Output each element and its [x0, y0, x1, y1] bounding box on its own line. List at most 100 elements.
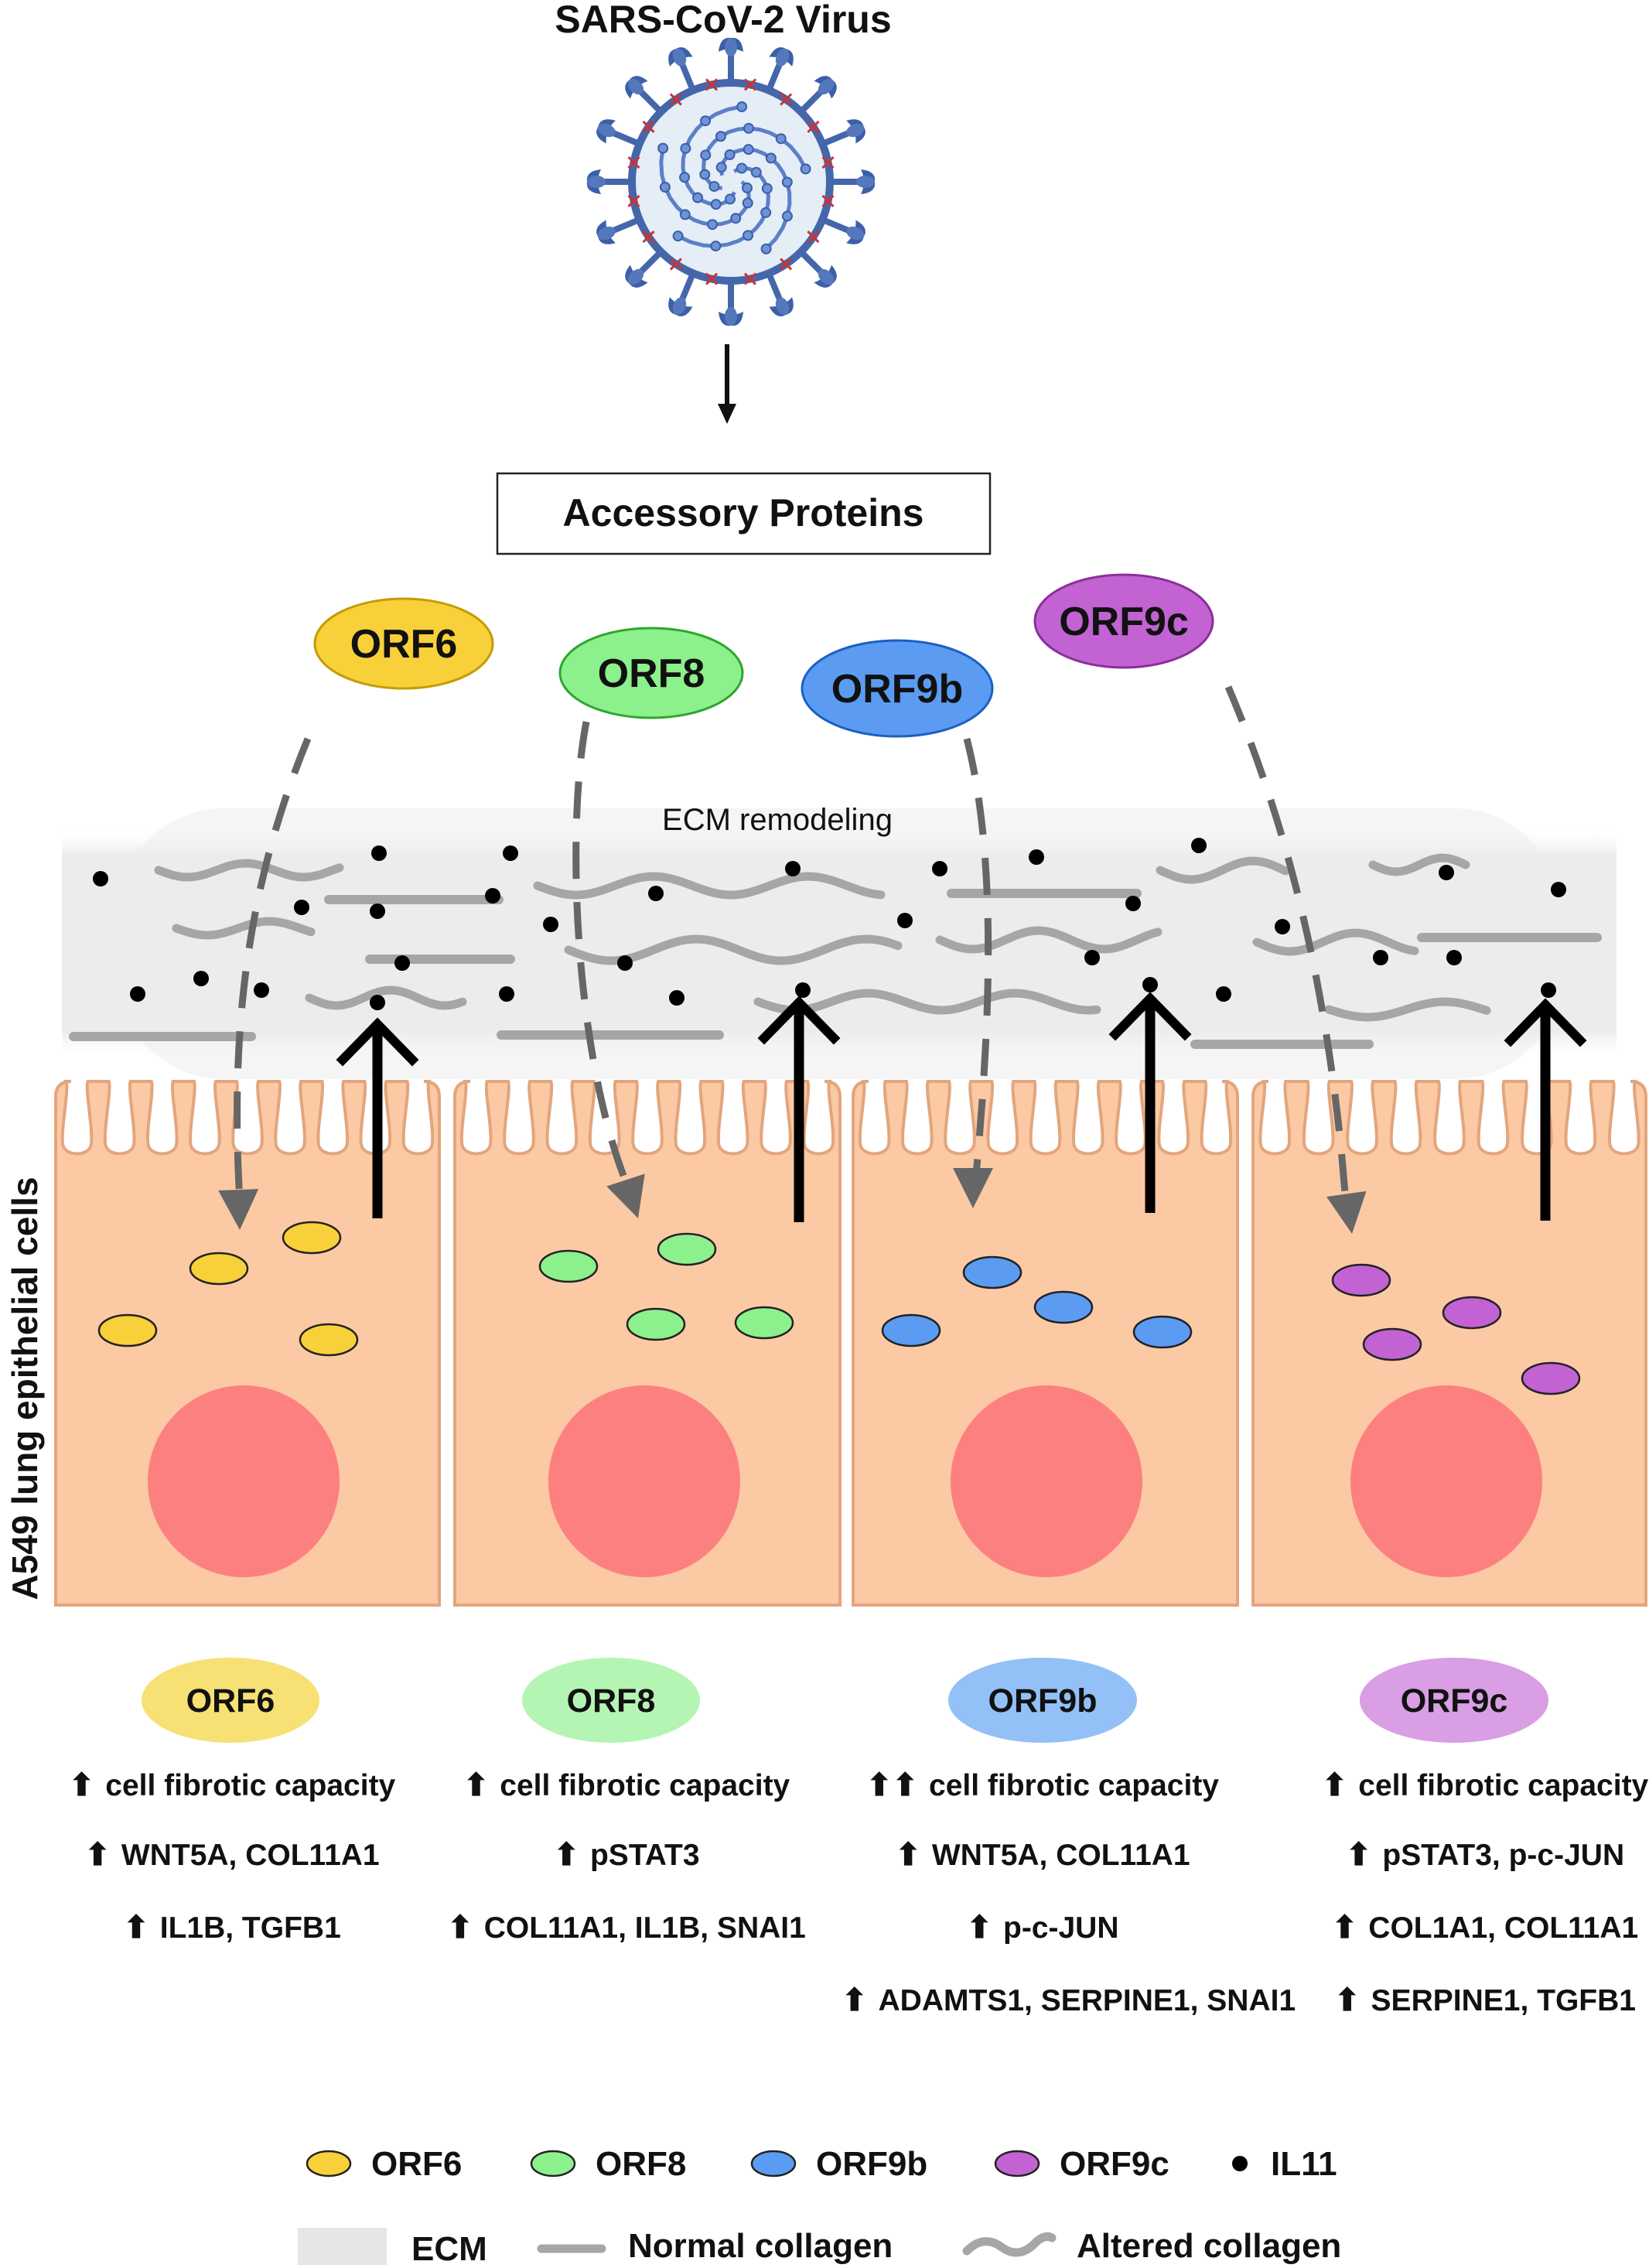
il11-dot	[648, 886, 664, 901]
up-arrow-icon: ⬆	[84, 1838, 111, 1872]
nucleus	[1350, 1385, 1542, 1577]
protein-ellipse	[189, 1252, 249, 1286]
result-tag-label: ORF9b	[988, 1682, 1098, 1720]
il11-dot	[370, 995, 385, 1010]
il11-dot	[254, 982, 269, 998]
il11-dot	[93, 871, 108, 886]
protein-ellipse	[1521, 1361, 1581, 1395]
result-tag-orf6: ORF6	[142, 1658, 319, 1743]
finding-text: COL1A1, COL11A1	[1368, 1911, 1639, 1945]
altered-collagen	[1324, 997, 1491, 1022]
protein-ellipse	[538, 1249, 599, 1283]
nucleus	[951, 1385, 1142, 1577]
arrow-head	[953, 1168, 993, 1208]
finding-item: ⬆ WNT5A, COL11A1	[31, 1832, 433, 1904]
il11-dot	[795, 982, 811, 998]
il11-dot	[1125, 896, 1141, 911]
altered-collagen	[753, 989, 1101, 1015]
finding-text: cell fibrotic capacity	[1358, 1769, 1649, 1802]
up-arrow-icon: ⬆	[1334, 1983, 1361, 2017]
protein-ellipse	[657, 1232, 717, 1266]
legend-label: Altered collagen	[1077, 2227, 1341, 2265]
protein-ellipse	[97, 1313, 158, 1347]
up-arrow-icon: ⬆	[966, 1911, 992, 1945]
protein-tag-orf6: ORF6	[313, 597, 494, 690]
finding-text: pSTAT3	[589, 1839, 700, 1872]
epithelial-cell	[453, 1080, 842, 1607]
result-tag-label: ORF9c	[1401, 1682, 1508, 1720]
il11-dot	[1142, 977, 1158, 992]
epithelial-cell	[852, 1080, 1239, 1607]
up-arrow-icon: ⬆	[1331, 1911, 1358, 1945]
nucleus	[548, 1385, 740, 1577]
protein-tag-orf8: ORF8	[558, 627, 744, 719]
il11-dot	[485, 888, 500, 903]
altered-collagen	[305, 985, 467, 1010]
down-arrow-icon	[718, 344, 736, 424]
legend-label: ORF6	[371, 2145, 462, 2183]
il11-dot	[1191, 838, 1207, 853]
protein-ellipse	[282, 1221, 342, 1255]
finding-item: ⬆ COL11A1, IL1B, SNAI1	[425, 1904, 828, 1977]
il11-layer	[93, 838, 1566, 1010]
il11-dot	[1216, 986, 1231, 1002]
altered-collagen	[172, 917, 316, 940]
altered-collagen	[1252, 928, 1419, 956]
finding-item: ⬆ COL1A1, COL11A1	[1284, 1904, 1649, 1977]
up-arrow-icon: ⬆	[68, 1768, 95, 1802]
legend-label: ECM	[411, 2230, 487, 2268]
finding-item: ⬆cell fibrotic capacity	[425, 1762, 828, 1832]
il11-dot	[1541, 982, 1556, 998]
up-arrow-icon: ⬆	[842, 1983, 868, 2017]
cell-row	[54, 1080, 1647, 1607]
il11-dot	[1373, 950, 1388, 965]
up-arrow-icon: ⬆	[463, 1768, 490, 1802]
arrow-head	[218, 1189, 259, 1230]
legend-item-ecm: ECM	[298, 2228, 487, 2268]
protein-ellipse	[734, 1306, 794, 1340]
il11-dot	[785, 861, 801, 876]
up-arrow-icon: ⬆	[123, 1911, 149, 1945]
findings-list-orf6: ⬆cell fibrotic capacity⬆WNT5A, COL11A1⬆I…	[31, 1762, 433, 1977]
il11-dot	[130, 986, 145, 1002]
up-arrow-icon: ⬆⬆	[865, 1768, 919, 1802]
result-tag-orf9c: ORF9c	[1360, 1658, 1548, 1743]
finding-text: pSTAT3, p-c-JUN	[1382, 1839, 1625, 1872]
il11-dot	[1084, 950, 1100, 965]
altered-collagen	[1156, 856, 1290, 884]
diagram-title: SARS-CoV-2 Virus	[555, 0, 891, 41]
legend-label: ORF9b	[816, 2145, 927, 2183]
arrow-head	[606, 1173, 645, 1218]
il11-dot	[897, 913, 913, 928]
up-arrow-icon: ⬆	[553, 1838, 579, 1872]
finding-text: cell fibrotic capacity	[929, 1769, 1219, 1802]
up-arrow-icon: ⬆	[895, 1838, 921, 1872]
il11-dot	[617, 955, 633, 971]
protein-tag-label: ORF9c	[1059, 599, 1189, 644]
result-tag-orf9b: ORF9b	[948, 1658, 1137, 1743]
up-arrow-icon: ⬆	[447, 1911, 473, 1945]
il11-dot	[370, 903, 385, 919]
altered-collagen	[533, 872, 886, 900]
cell-type-label: A549 lung epithelial cells	[5, 1177, 45, 1600]
finding-item: ⬆ pSTAT3	[425, 1832, 828, 1904]
finding-text: COL11A1, IL1B, SNAI1	[483, 1911, 806, 1945]
finding-item: ⬆ADAMTS1, SERPINE1, SNAI1	[842, 1977, 1296, 2050]
up-arrow-icon: ⬆	[1321, 1768, 1348, 1802]
finding-text: WNT5A, COL11A1	[121, 1839, 380, 1872]
finding-text: p-c-JUN	[1003, 1911, 1119, 1945]
il11-dot	[394, 955, 410, 971]
finding-item: ⬆ cell fibrotic capacity	[1284, 1762, 1649, 1832]
protein-ellipse	[1033, 1290, 1094, 1324]
protein-ellipse	[1442, 1296, 1502, 1330]
protein-tag-label: ORF9b	[831, 667, 963, 712]
findings-list-orf9b: ⬆⬆cell fibrotic capacity⬆WNT5A, COL11A1⬆…	[842, 1762, 1296, 2050]
findings-list-orf9c: ⬆ cell fibrotic capacity ⬆ pSTAT3, p-c-JUN ⬆…	[1284, 1762, 1649, 2050]
dashed-arrow	[234, 737, 312, 1201]
protein-ellipse	[626, 1307, 686, 1341]
altered-collagen	[1368, 853, 1470, 876]
finding-text: cell fibrotic capacity	[105, 1769, 396, 1802]
findings-list-orf8: ⬆cell fibrotic capacity⬆pSTAT3⬆COL11A1, …	[425, 1762, 828, 1977]
